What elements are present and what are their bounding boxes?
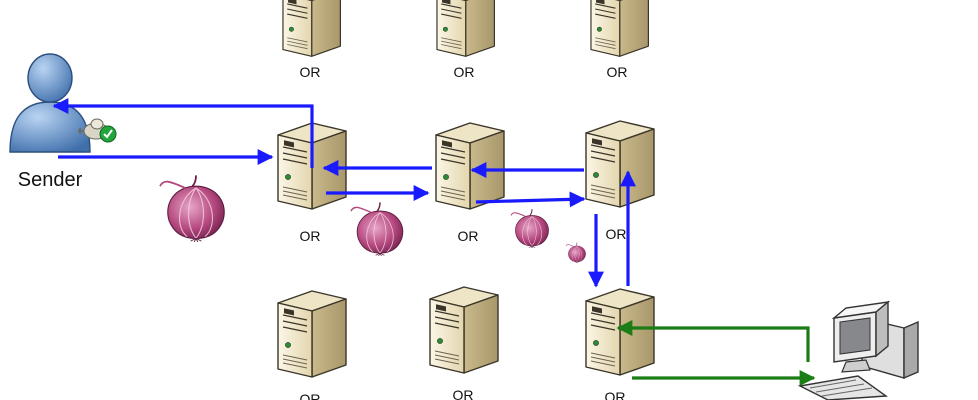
server-icon [436, 0, 496, 58]
checkmark-icon [99, 125, 117, 143]
keyboard-icon [797, 375, 888, 400]
person-icon [9, 53, 91, 153]
server-icon [590, 0, 650, 58]
or-label: OR [458, 228, 479, 244]
destination-path [616, 320, 816, 386]
or-label: OR [300, 64, 321, 80]
onion-icon [350, 201, 404, 256]
arrow-entry-to-sender [52, 98, 314, 168]
computer-icon [831, 300, 919, 380]
server-icon [435, 122, 505, 210]
arrow-middle-to-exit [475, 191, 586, 208]
or-label: OR [454, 64, 475, 80]
server-icon [429, 286, 499, 374]
circuit-path [52, 98, 636, 288]
server-icon [585, 288, 655, 376]
or-label: OR [607, 64, 628, 80]
onion-icon [159, 174, 226, 242]
or-label: OR [606, 226, 627, 242]
server-icon [282, 0, 342, 58]
sender-label: Sender [18, 169, 83, 191]
server-icon [585, 120, 655, 208]
or-label: OR [453, 387, 474, 400]
onion-icon [566, 242, 586, 264]
or-label: OR [605, 389, 626, 400]
or-label: OR [300, 228, 321, 244]
onion-icon [510, 208, 550, 248]
or-label: OR [300, 391, 321, 400]
arrow-destination-to-or [616, 320, 810, 362]
server-icon [277, 290, 347, 378]
